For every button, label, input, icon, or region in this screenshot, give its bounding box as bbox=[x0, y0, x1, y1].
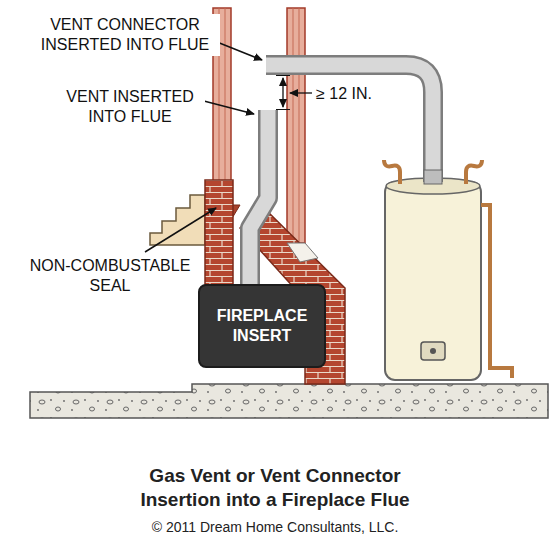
callout-label: VENT INSERTED INTO FLUE bbox=[55, 86, 205, 128]
fireplace-masonry bbox=[205, 180, 233, 285]
node-label: FIREPLACE INSERT bbox=[200, 302, 324, 350]
burner-door bbox=[421, 342, 445, 360]
vent-connector-pipe bbox=[266, 65, 433, 182]
water-line bbox=[384, 160, 400, 184]
callout-label: VENT CONNECTOR INSERTED INTO FLUE bbox=[30, 14, 220, 56]
draft-hood bbox=[424, 170, 442, 184]
vent-connector-pipe-fill bbox=[266, 65, 433, 182]
water-heater bbox=[385, 182, 481, 380]
dimension-line bbox=[282, 78, 283, 92]
leader-line bbox=[200, 100, 254, 114]
dimension-tick bbox=[276, 76, 290, 110]
flue-wall bbox=[287, 8, 305, 243]
vent-pipe-fill bbox=[250, 110, 268, 285]
water-line bbox=[466, 160, 482, 184]
relief-pipe bbox=[481, 205, 512, 378]
burner-door-knob bbox=[430, 348, 436, 354]
dimension-line bbox=[282, 92, 283, 107]
fireplace-insert-box: FIREPLACE INSERT bbox=[198, 284, 326, 368]
copyright-caption: © 2011 Dream Home Consultants, LLC. bbox=[75, 518, 475, 536]
non-combustible-seal bbox=[287, 243, 318, 262]
diagram-title: Gas Vent or Vent Connector Insertion int… bbox=[115, 464, 435, 512]
leader-line bbox=[290, 92, 312, 93]
leader-line bbox=[145, 208, 216, 252]
vent-pipe bbox=[250, 110, 268, 285]
callout-label: NON-COMBUSTABLE SEAL bbox=[20, 255, 200, 297]
floor-slab bbox=[30, 384, 548, 418]
dimension-label: ≥ 12 IN. bbox=[314, 83, 374, 105]
